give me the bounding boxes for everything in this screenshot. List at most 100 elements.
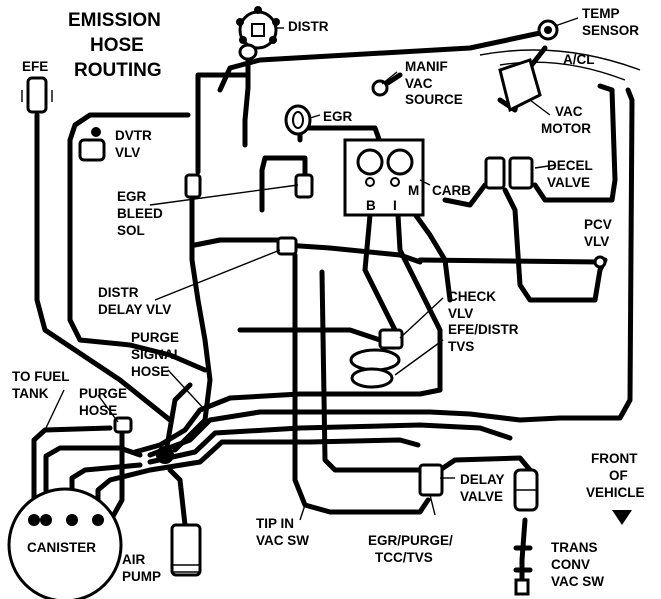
label-manif-3: SOURCE xyxy=(405,92,463,107)
label-canister: CANISTER xyxy=(27,540,96,555)
label-egr-bleed-1: EGR xyxy=(117,189,147,204)
carburetor: B I M xyxy=(343,138,425,217)
label-check-1: CHECK xyxy=(448,289,496,304)
label-manif-1: MANIF xyxy=(405,59,448,74)
distributor-terminal xyxy=(269,36,277,44)
leader-lines xyxy=(44,17,579,521)
distributor-terminal xyxy=(254,6,262,14)
hose-distr-to-manifold xyxy=(242,72,251,148)
label-purge-hose-1: PURGE xyxy=(79,386,127,401)
check-valve xyxy=(378,328,404,350)
delay-valve xyxy=(513,468,539,512)
label-vac-motor-1: VAC xyxy=(555,104,583,119)
hose-bundle-b xyxy=(147,422,513,465)
distributor-rotor xyxy=(251,23,265,37)
temp-sensor xyxy=(537,19,559,41)
label-efe-distr-2: TVS xyxy=(448,339,474,354)
label-trans-1: TRANS xyxy=(551,540,598,555)
label-delay-valve-2: VALVE xyxy=(460,489,503,504)
egr-purge-tcc-tvs xyxy=(418,463,444,497)
pcv-valve xyxy=(593,255,607,269)
efe-distr-tvs xyxy=(349,348,401,372)
label-trans-2: CONV xyxy=(551,557,590,572)
egr-valve xyxy=(284,104,312,136)
hose-carb-port-m xyxy=(409,207,453,303)
egr-valve-inner xyxy=(292,111,304,129)
label-efe: EFE xyxy=(22,59,48,74)
canister-port xyxy=(40,514,52,526)
front-arrow-icon xyxy=(612,510,632,525)
label-fuel-tank-1: TO FUEL xyxy=(12,369,70,384)
air-cleaner-outline xyxy=(479,49,641,71)
temp-sensor-core xyxy=(544,26,552,34)
hose-canister-2 xyxy=(43,445,143,523)
carb-port-m: M xyxy=(408,183,419,198)
hose-decel-down xyxy=(502,187,608,303)
decel-valve-left xyxy=(484,156,506,190)
hose-check-vlv xyxy=(237,327,383,343)
efe-actuator xyxy=(21,76,53,114)
decel-valve-right xyxy=(508,156,534,190)
dvtr-valve-body xyxy=(78,138,106,162)
trans-conv-switch xyxy=(514,578,530,596)
label-efe-distr-1: EFE/DISTR xyxy=(448,322,519,337)
hose-delay-left xyxy=(192,237,281,248)
efe-body xyxy=(26,76,48,114)
hose-to-fuel-tank xyxy=(31,425,113,523)
label-tip-in-1: TIP IN xyxy=(256,516,294,531)
efe-brackets xyxy=(21,90,53,102)
canister-port xyxy=(92,514,104,526)
label-purge-signal-3: HOSE xyxy=(131,364,169,379)
air-pump-ribs xyxy=(172,564,200,573)
label-distr-delay-1: DISTR xyxy=(98,285,139,300)
hose-bundle-c xyxy=(147,437,421,473)
carb-body xyxy=(343,138,425,217)
label-trans-3: VAC SW xyxy=(551,574,604,589)
hose-pcv xyxy=(417,257,603,265)
air-pump xyxy=(170,523,202,577)
label-pcv-1: PCV xyxy=(584,217,612,232)
carb-port xyxy=(365,177,375,187)
label-egr-purge-1: EGR/PURGE/ xyxy=(368,533,453,548)
carb-port-b: B xyxy=(366,198,376,213)
hose-left-column xyxy=(172,192,213,453)
hose-bundle-clamp xyxy=(156,446,174,464)
label-distr-delay-2: DELAY VLV xyxy=(98,302,171,317)
hose-air-pump xyxy=(167,467,188,528)
label-purge-signal-2: SIGNAL xyxy=(131,347,182,362)
efe-distr-tvs-assembly xyxy=(349,328,404,389)
hose-bundle-d xyxy=(132,387,443,455)
distr-delay-valve xyxy=(276,236,298,256)
carb-bore-left xyxy=(356,148,384,176)
label-carb: CARB xyxy=(432,183,471,198)
label-temp-sensor-1: TEMP xyxy=(582,6,620,21)
carb-port xyxy=(390,177,400,187)
hose-distr-main xyxy=(195,55,251,175)
dvtr-valve xyxy=(78,127,106,162)
hose-egr-tvs xyxy=(319,269,423,473)
egr-bleed-sol xyxy=(294,173,314,199)
label-acl: A/CL xyxy=(563,52,595,67)
air-pump-body xyxy=(170,523,202,577)
hose-temp-to-manifold xyxy=(217,30,543,93)
label-egr-bleed-3: SOL xyxy=(117,223,145,238)
label-delay-valve-1: DELAY xyxy=(460,472,505,487)
hose-top-loop xyxy=(67,112,191,188)
label-dvtr-2: VLV xyxy=(115,145,140,160)
label-decel-2: VALVE xyxy=(547,175,590,190)
distributor-terminal xyxy=(236,18,244,26)
carb-port-i: I xyxy=(393,198,397,213)
hose-efe-vertical xyxy=(34,112,173,423)
canister-port xyxy=(28,514,40,526)
canister xyxy=(7,487,123,599)
label-tip-in-2: VAC SW xyxy=(256,533,309,548)
hose-carb-port-b xyxy=(362,212,398,333)
label-fuel-tank-2: TANK xyxy=(12,386,49,401)
title-line-2: HOSE xyxy=(90,35,144,56)
label-egr-purge-2: TCC/TVS xyxy=(375,550,433,565)
hose-purge xyxy=(109,422,125,521)
hose-bundle-a xyxy=(147,87,635,458)
title-block: EMISSION HOSE ROUTING xyxy=(68,10,162,81)
egr-valve-body xyxy=(284,104,312,136)
label-air-pump-2: PUMP xyxy=(122,569,161,584)
